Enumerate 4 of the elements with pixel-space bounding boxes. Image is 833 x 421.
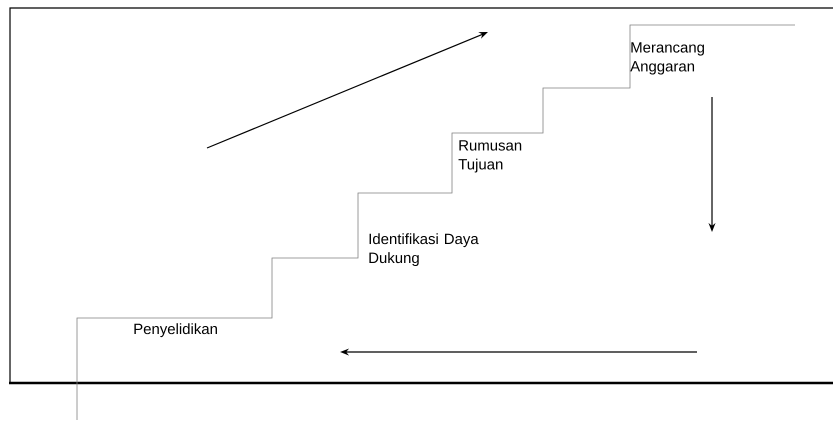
step-label: Rumusan Tujuan: [458, 140, 522, 172]
step-label: Identifikasi Daya Dukung: [369, 233, 479, 266]
step-label: Merancang Anggaran: [630, 42, 704, 74]
step-label: Penyelidikan: [134, 323, 217, 338]
